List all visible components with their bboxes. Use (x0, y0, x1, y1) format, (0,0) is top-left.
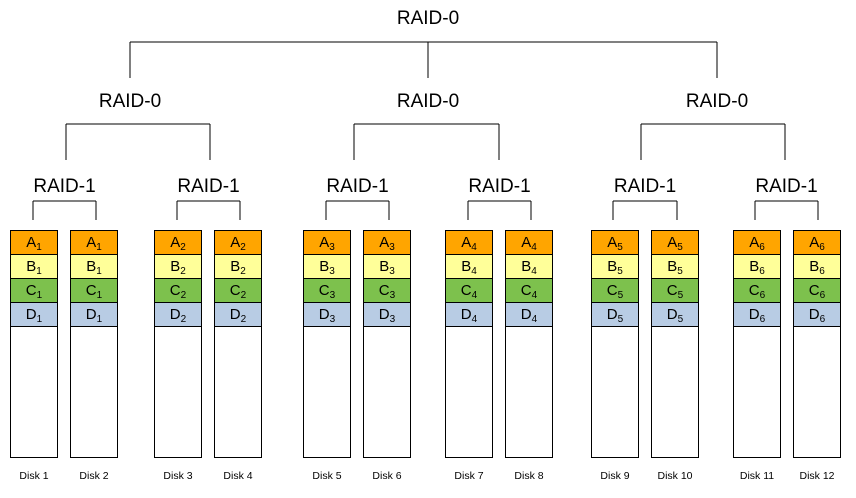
stripe-block-b: B2 (215, 255, 261, 279)
disk-label-5: Disk 5 (312, 470, 342, 482)
stripe-block-c: C6 (794, 279, 840, 303)
stripe-block-b: B5 (592, 255, 638, 279)
stripe-block-d: D2 (215, 303, 261, 327)
raid0-group-label-2: RAID-0 (396, 91, 460, 112)
disk-label-9: Disk 9 (600, 470, 630, 482)
stripe-block-c: C5 (592, 279, 638, 303)
disk-label-10: Disk 10 (657, 470, 693, 482)
stripe-block-d: D1 (71, 303, 117, 327)
stripe-block-d: D4 (506, 303, 552, 327)
stripe-block-d: D5 (592, 303, 638, 327)
raid0-group-label-1: RAID-0 (98, 91, 162, 112)
stripe-block-a: A2 (215, 231, 261, 255)
disk-label-7: Disk 7 (454, 470, 484, 482)
raid1-label-2: RAID-1 (177, 176, 240, 197)
top-raid0-label: RAID-0 (396, 8, 460, 29)
stripe-block-a: A4 (446, 231, 492, 255)
stripe-block-a: A5 (652, 231, 698, 255)
stripe-block-c: C2 (155, 279, 201, 303)
stripe-block-b: B4 (446, 255, 492, 279)
stripe-block-b: B1 (11, 255, 57, 279)
stripe-block-a: A4 (506, 231, 552, 255)
stripe-block-d: D6 (734, 303, 780, 327)
raid1-label-5: RAID-1 (613, 176, 677, 197)
stripe-block-d: D5 (652, 303, 698, 327)
stripe-block-a: A1 (71, 231, 117, 255)
stripe-block-b: B6 (734, 255, 780, 279)
stripe-block-c: C3 (304, 279, 350, 303)
raid1-label-1: RAID-1 (33, 176, 96, 197)
raid1-label-6: RAID-1 (755, 176, 818, 197)
stripe-block-c: C2 (215, 279, 261, 303)
stripe-block-d: D3 (304, 303, 350, 327)
stripe-block-a: A6 (794, 231, 840, 255)
stripe-block-b: B6 (794, 255, 840, 279)
stripe-block-d: D1 (11, 303, 57, 327)
stripe-block-b: B1 (71, 255, 117, 279)
stripe-block-c: C4 (446, 279, 492, 303)
disk-label-6: Disk 6 (372, 470, 402, 482)
raid1-label-4: RAID-1 (468, 176, 531, 197)
stripe-block-b: B2 (155, 255, 201, 279)
stripe-block-c: C1 (11, 279, 57, 303)
stripe-block-a: A3 (304, 231, 350, 255)
stripe-block-a: A5 (592, 231, 638, 255)
stripe-block-c: C4 (506, 279, 552, 303)
raid1-label-3: RAID-1 (326, 176, 389, 197)
stripe-block-b: B4 (506, 255, 552, 279)
stripe-block-d: D2 (155, 303, 201, 327)
disk-label-1: Disk 1 (19, 470, 49, 482)
disk-label-12: Disk 12 (799, 470, 835, 482)
disk-label-8: Disk 8 (514, 470, 544, 482)
stripe-block-a: A3 (364, 231, 410, 255)
stripe-block-a: A2 (155, 231, 201, 255)
disk-label-11: Disk 11 (739, 470, 775, 482)
stripe-block-c: C3 (364, 279, 410, 303)
stripe-block-d: D3 (364, 303, 410, 327)
stripe-block-b: B3 (364, 255, 410, 279)
stripe-block-b: B3 (304, 255, 350, 279)
raid0-group-label-3: RAID-0 (685, 91, 749, 112)
stripe-block-a: A1 (11, 231, 57, 255)
stripe-block-d: D6 (794, 303, 840, 327)
disk-label-3: Disk 3 (163, 470, 193, 482)
stripe-block-c: C6 (734, 279, 780, 303)
disk-label-4: Disk 4 (223, 470, 253, 482)
disk-label-2: Disk 2 (79, 470, 109, 482)
stripe-block-d: D4 (446, 303, 492, 327)
stripe-block-c: C1 (71, 279, 117, 303)
stripe-block-b: B5 (652, 255, 698, 279)
stripe-block-a: A6 (734, 231, 780, 255)
stripe-block-c: C5 (652, 279, 698, 303)
